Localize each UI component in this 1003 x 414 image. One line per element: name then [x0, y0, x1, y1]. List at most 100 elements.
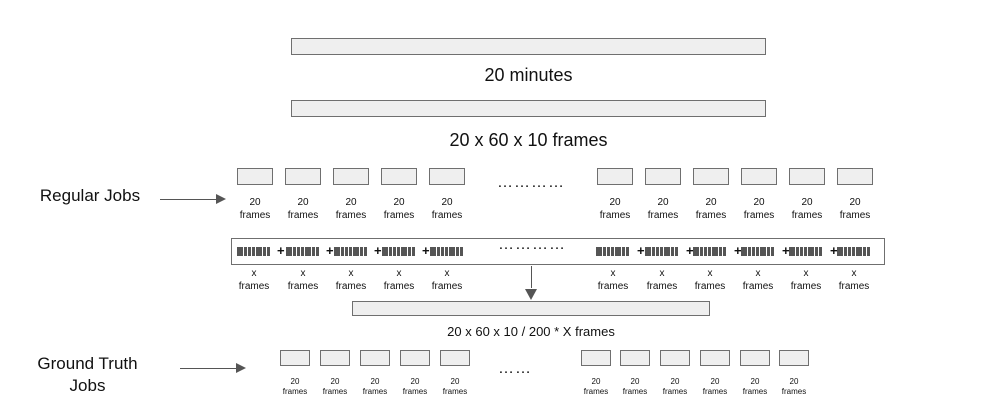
ground-truth-job-unit: frames	[622, 387, 648, 396]
ground-truth-job-unit: frames	[322, 387, 348, 396]
sample-unit: frames	[597, 280, 629, 292]
regular-job-box	[333, 168, 369, 185]
ground-truth-job-box	[620, 350, 650, 366]
sample-count: x	[610, 268, 616, 279]
regular-jobs-ellipsis: …………	[497, 174, 565, 191]
ground-truth-job-count: 20	[710, 377, 720, 386]
ground-truth-ellipsis: ……	[498, 360, 532, 377]
ground-truth-job-box	[360, 350, 390, 366]
frames-label: 20 x 60 x 10 frames	[449, 130, 608, 150]
ground-truth-arrow-head	[236, 363, 246, 373]
regular-job-box	[741, 168, 777, 185]
down-arrow-head	[525, 289, 537, 300]
ground-truth-jobs-label: Ground Truth Jobs	[20, 353, 155, 397]
sampled-frame-mark	[441, 247, 444, 256]
sampled-frames-label: 20 x 60 x 10 / 200 * X frames	[447, 324, 615, 339]
video-frames-bar	[291, 100, 766, 117]
sampled-frame-mark	[364, 247, 367, 256]
regular-job-count: 20	[705, 197, 717, 208]
regular-job-count: 20	[297, 197, 309, 208]
sampled-frame-mark	[353, 247, 359, 256]
sampled-frame-mark	[852, 247, 855, 256]
sampled-frame-mark	[752, 247, 755, 256]
sampled-frame-mark	[301, 247, 304, 256]
regular-job-box	[597, 168, 633, 185]
ground-truth-job-box	[779, 350, 809, 366]
plus-sign: +	[686, 243, 694, 258]
ground-truth-arrow-line	[180, 368, 238, 369]
sampled-frame-mark	[460, 247, 463, 256]
sampled-frame-mark	[719, 247, 722, 256]
regular-job-unit: frames	[287, 209, 319, 221]
ground-truth-job-box	[280, 350, 310, 366]
regular-job-unit: frames	[335, 209, 367, 221]
sampled-frame-mark	[652, 247, 655, 256]
down-arrow-line	[531, 266, 532, 288]
regular-job-box	[837, 168, 873, 185]
sample-unit: frames	[790, 280, 822, 292]
regular-job-count: 20	[345, 197, 357, 208]
sampled-frame-mark	[445, 247, 448, 256]
ground-truth-job-box	[400, 350, 430, 366]
sample-count: x	[851, 268, 857, 279]
sample-unit: frames	[742, 280, 774, 292]
plus-sign: +	[830, 243, 838, 258]
ground-truth-job-box	[320, 350, 350, 366]
ground-truth-job-unit: frames	[583, 387, 609, 396]
sampled-frame-mark	[760, 247, 766, 256]
regular-job-unit: frames	[647, 209, 679, 221]
sampled-frame-mark	[819, 247, 822, 256]
sampled-frame-mark	[622, 247, 625, 256]
ground-truth-job-box	[581, 350, 611, 366]
sample-count: x	[348, 268, 354, 279]
regular-job-count: 20	[441, 197, 453, 208]
ground-truth-job-box	[660, 350, 690, 366]
regular-jobs-label-text: Regular Jobs	[39, 186, 141, 205]
plus-sign: +	[326, 243, 334, 258]
ground-truth-label-line1: Ground Truth	[37, 354, 138, 373]
sampled-frame-mark	[430, 247, 436, 256]
sample-unit: frames	[838, 280, 870, 292]
sampled-frames-group	[693, 247, 726, 256]
ground-truth-job-count: 20	[290, 377, 300, 386]
sample-count: x	[300, 268, 306, 279]
sampled-frames-group	[789, 247, 822, 256]
sampled-frames-bar	[352, 301, 710, 316]
sampled-frame-mark	[800, 247, 803, 256]
sampled-frame-mark	[844, 247, 847, 256]
regular-job-count: 20	[849, 197, 861, 208]
sampled-frame-mark	[656, 247, 659, 256]
regular-job-unit: frames	[383, 209, 415, 221]
sample-unit: frames	[646, 280, 678, 292]
sampled-frames-group	[837, 247, 870, 256]
regular-job-box	[789, 168, 825, 185]
sampled-frame-mark	[767, 247, 770, 256]
ground-truth-job-count: 20	[670, 377, 680, 386]
sample-count: x	[251, 268, 257, 279]
sampled-frame-mark	[615, 247, 621, 256]
regular-job-unit: frames	[599, 209, 631, 221]
ground-truth-job-box	[740, 350, 770, 366]
sampled-frame-mark	[645, 247, 651, 256]
sampled-frame-mark	[723, 247, 726, 256]
sampled-frames-group	[334, 247, 367, 256]
ground-truth-job-count: 20	[370, 377, 380, 386]
sampled-frame-mark	[397, 247, 400, 256]
sample-count: x	[396, 268, 402, 279]
sample-count: x	[755, 268, 761, 279]
regular-job-count: 20	[801, 197, 813, 208]
regular-job-unit: frames	[695, 209, 727, 221]
sampled-frame-mark	[244, 247, 247, 256]
regular-job-unit: frames	[239, 209, 271, 221]
